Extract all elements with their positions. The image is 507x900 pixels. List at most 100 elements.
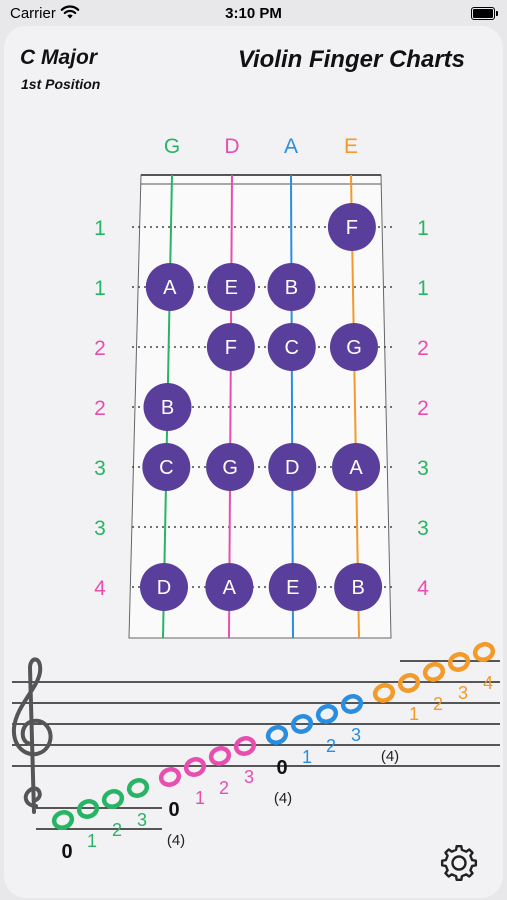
open-string-number: 0 (276, 757, 287, 779)
staff-note[interactable] (472, 642, 496, 662)
staff-note[interactable] (340, 694, 364, 714)
note-label: G (346, 337, 362, 359)
staff-finger-number: 1 (409, 704, 419, 724)
note-label: F (225, 337, 237, 359)
staff-note[interactable] (447, 652, 471, 672)
staff-finger-number: 1 (195, 788, 205, 808)
staff-note[interactable] (126, 778, 150, 798)
open-string-number: 0 (61, 841, 72, 863)
note-label: E (286, 577, 299, 599)
finger-number-left: 1 (94, 217, 106, 240)
finger-number-right: 1 (417, 277, 429, 300)
staff-note[interactable] (233, 736, 257, 756)
staff-note[interactable] (101, 789, 125, 809)
note-marker[interactable] (327, 203, 376, 251)
battery-icon (471, 7, 498, 20)
string-label: E (344, 135, 358, 158)
finger-number-right: 1 (417, 217, 429, 240)
note-marker[interactable] (145, 263, 194, 311)
finger-number-left: 3 (94, 517, 106, 540)
staff-note[interactable] (315, 704, 339, 724)
note-marker[interactable] (139, 563, 188, 611)
note-label: B (285, 277, 298, 299)
gear-icon[interactable] (438, 842, 480, 884)
staff-note[interactable] (422, 662, 446, 682)
alt-fingering: (4) (167, 832, 185, 849)
note-marker[interactable] (206, 443, 255, 491)
note-label: A (349, 457, 363, 479)
note-label: C (159, 457, 173, 479)
finger-number-left: 3 (94, 457, 106, 480)
finger-number-left: 2 (94, 337, 106, 360)
note-label: E (225, 277, 238, 299)
finger-number-right: 2 (417, 337, 429, 360)
staff-note[interactable] (290, 714, 314, 734)
note-label: F (346, 217, 358, 239)
string-d (228, 174, 233, 639)
page-title: Violin Finger Charts (237, 46, 465, 73)
note-label: A (163, 277, 177, 299)
note-marker[interactable] (329, 323, 378, 371)
staff-note[interactable] (397, 673, 421, 693)
note-label: C (285, 337, 299, 359)
string-label: G (164, 135, 180, 158)
clock: 3:10 PM (225, 5, 282, 22)
staff-note[interactable] (76, 799, 100, 819)
note-marker[interactable] (207, 263, 256, 311)
note-marker[interactable] (143, 383, 192, 431)
note-label: D (157, 577, 171, 599)
note-marker[interactable] (268, 563, 317, 611)
status-bar: Carrier 3:10 PM (0, 0, 507, 28)
note-label: B (351, 577, 364, 599)
string-label: D (224, 135, 239, 158)
note-label: D (285, 457, 299, 479)
finger-number-right: 3 (417, 457, 429, 480)
note-marker[interactable] (332, 443, 381, 491)
string-e (350, 174, 360, 639)
staff-finger-number: 1 (302, 747, 312, 767)
note-marker[interactable] (334, 563, 383, 611)
note-label: B (161, 397, 174, 419)
staff-finger-number: 3 (137, 810, 147, 830)
staff-finger-number: 4 (483, 673, 493, 693)
wifi-icon (60, 5, 80, 19)
staff-note[interactable] (183, 757, 207, 777)
finger-number-left: 2 (94, 397, 106, 420)
note-marker[interactable] (205, 563, 254, 611)
note-marker[interactable] (268, 443, 317, 491)
staff-finger-number: 2 (112, 820, 122, 840)
alt-fingering: (4) (381, 748, 399, 765)
note-label: G (222, 457, 238, 479)
note-marker[interactable] (206, 323, 255, 371)
finger-number-right: 3 (417, 517, 429, 540)
staff-note[interactable] (51, 810, 75, 830)
finger-number-left: 1 (94, 277, 106, 300)
finger-number-left: 4 (94, 577, 106, 600)
staff-finger-number: 3 (244, 767, 254, 787)
staff-note[interactable] (208, 746, 232, 766)
staff-note[interactable] (158, 767, 182, 787)
staff-finger-number: 2 (433, 694, 443, 714)
key-label: C Major (20, 46, 98, 69)
finger-number-right: 2 (417, 397, 429, 420)
note-marker[interactable] (267, 263, 316, 311)
staff-finger-number: 2 (326, 736, 336, 756)
staff-finger-number: 3 (351, 725, 361, 745)
staff-note[interactable] (372, 683, 396, 703)
finger-number-right: 4 (417, 577, 429, 600)
position-label: 1st Position (21, 76, 101, 92)
note-marker[interactable] (142, 443, 191, 491)
carrier-label: Carrier (10, 5, 56, 22)
staff-finger-number: 1 (87, 831, 97, 851)
alt-fingering: (4) (274, 790, 292, 807)
staff-finger-number: 2 (219, 778, 229, 798)
open-string-number: 0 (168, 799, 179, 821)
note-label: A (223, 577, 237, 599)
staff-finger-number: 3 (458, 683, 468, 703)
string-label: A (284, 135, 298, 158)
note-marker[interactable] (267, 323, 316, 371)
staff-note[interactable] (265, 725, 289, 745)
